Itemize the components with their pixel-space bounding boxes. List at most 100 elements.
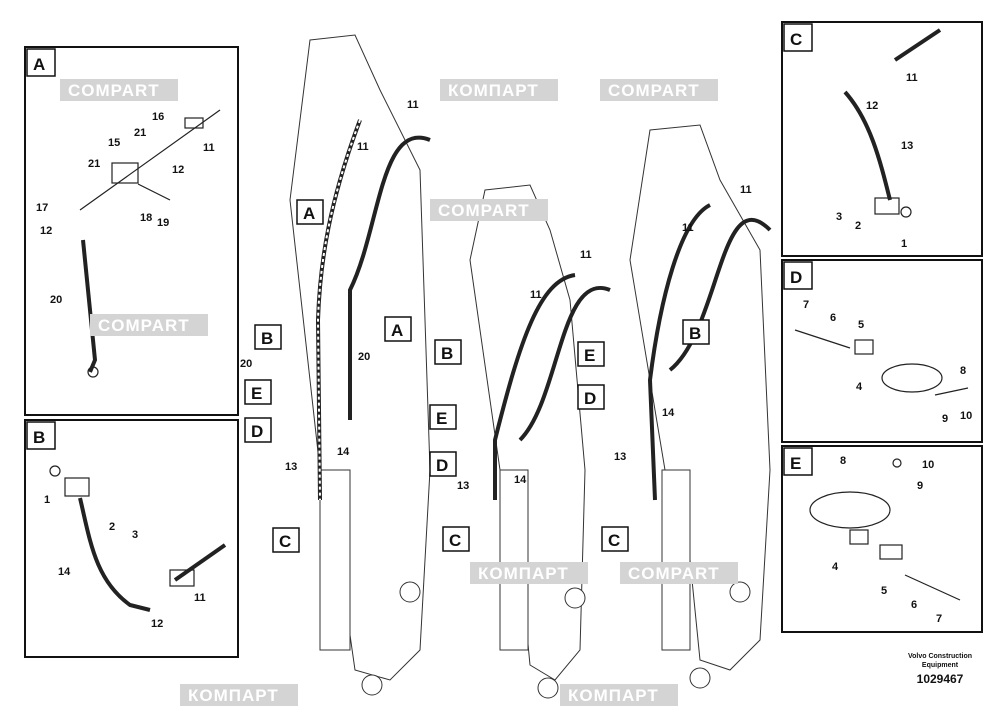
- detail-marker-e: E: [584, 346, 595, 365]
- callout-number: 13: [457, 480, 469, 492]
- panel-b-title: B: [33, 428, 45, 447]
- callout-number: 21: [134, 127, 146, 139]
- callout-number: 14: [337, 446, 350, 458]
- callout-number: 12: [866, 100, 878, 112]
- callout-number: 6: [911, 599, 917, 611]
- callout-number: 12: [40, 225, 52, 237]
- marker-box-d: [429, 451, 457, 477]
- marker-box-b: [434, 339, 462, 365]
- callout-number: 11: [906, 72, 918, 84]
- detail-marker-c: C: [608, 531, 620, 550]
- panel-a-title: A: [33, 55, 45, 74]
- detail-marker-c: C: [449, 531, 461, 550]
- callout-number: 11: [530, 289, 542, 301]
- watermark-band: [430, 199, 548, 221]
- callout-number: 14: [662, 407, 675, 419]
- marker-box-d: [577, 384, 605, 410]
- callout-number: 16: [152, 111, 164, 123]
- watermark-text: КОМПАРТ: [448, 81, 539, 100]
- watermark-band: [620, 562, 738, 584]
- callout-number: 8: [960, 365, 966, 377]
- callout-number: 5: [881, 585, 887, 597]
- watermark-band: [60, 79, 178, 101]
- watermark-band: [440, 79, 558, 101]
- detail-marker-b: B: [441, 344, 453, 363]
- callout-number: 8: [840, 455, 846, 467]
- callout-number: 15: [108, 137, 120, 149]
- callout-number: 13: [614, 451, 626, 463]
- marker-box-b: [682, 319, 710, 345]
- detail-marker-a: A: [391, 321, 403, 340]
- callout-number: 11: [580, 249, 592, 261]
- callout-number: 1: [44, 494, 50, 506]
- marker-box-e: [244, 379, 272, 405]
- callout-number: 7: [936, 613, 942, 625]
- marker-box-a: [296, 199, 324, 225]
- detail-panel-b: B: [24, 419, 239, 658]
- callout-number: 10: [960, 410, 972, 422]
- marker-box-d: [244, 417, 272, 443]
- detail-marker-b: B: [261, 329, 273, 348]
- boom-right: [629, 124, 771, 689]
- detail-marker-d: D: [584, 389, 596, 408]
- callout-number: 11: [740, 184, 752, 196]
- callout-number: 20: [50, 294, 62, 306]
- callout-number: 9: [917, 480, 923, 492]
- marker-box-c: [442, 526, 470, 552]
- marker-box-b: [254, 324, 282, 350]
- detail-marker-e: E: [251, 384, 262, 403]
- panel-d-title: D: [790, 268, 802, 287]
- callout-number: 3: [836, 211, 842, 223]
- drawing-number: 1029467: [917, 672, 964, 686]
- callout-number: 11: [194, 592, 206, 604]
- panel-c-title: C: [790, 30, 802, 49]
- boom-middle: [469, 184, 586, 699]
- detail-marker-b: B: [689, 324, 701, 343]
- callout-number: 20: [240, 358, 252, 370]
- marker-box-c: [601, 526, 629, 552]
- callout-number: 13: [901, 140, 913, 152]
- callout-number: 6: [830, 312, 836, 324]
- callout-number: 12: [151, 618, 163, 630]
- detail-marker-a: A: [303, 204, 315, 223]
- watermark-text: COMPART: [98, 316, 190, 335]
- callout-number: 2: [855, 220, 861, 232]
- detail-marker-d: D: [251, 422, 263, 441]
- watermark-band: [180, 684, 298, 706]
- watermark-text: КОМПАРТ: [478, 564, 569, 583]
- callout-number: 17: [36, 202, 48, 214]
- watermark-band: [90, 314, 208, 336]
- detail-panel-c: C: [781, 21, 983, 257]
- callout-number: 11: [203, 142, 215, 154]
- callout-number: 4: [856, 381, 863, 393]
- callout-number: 12: [172, 164, 184, 176]
- detail-marker-c: C: [279, 532, 291, 551]
- marker-box-e: [429, 404, 457, 430]
- callout-number: 4: [832, 561, 839, 573]
- watermark-text: COMPART: [68, 81, 160, 100]
- detail-panel-d: D: [781, 259, 983, 443]
- callout-number: 21: [88, 158, 100, 170]
- callout-number: 13: [285, 461, 297, 473]
- hoses: [315, 119, 772, 501]
- panel-e-title: E: [790, 454, 801, 473]
- detail-marker-d: D: [436, 456, 448, 475]
- watermark-text: КОМПАРТ: [188, 686, 279, 705]
- detail-panel-e: E: [781, 445, 983, 633]
- marker-box-e: [577, 341, 605, 367]
- callout-number: 14: [58, 566, 71, 578]
- callout-number: 5: [858, 319, 864, 331]
- watermark-text: COMPART: [438, 201, 530, 220]
- detail-marker-e: E: [436, 409, 447, 428]
- boom-left: [289, 34, 431, 696]
- marker-box-a: [384, 316, 412, 342]
- marker-box-c: [272, 527, 300, 553]
- watermark-band: [560, 684, 678, 706]
- callout-number: 10: [922, 459, 934, 471]
- watermark-text: COMPART: [608, 81, 700, 100]
- watermark-text: КОМПАРТ: [568, 686, 659, 705]
- callout-number: 19: [157, 217, 169, 229]
